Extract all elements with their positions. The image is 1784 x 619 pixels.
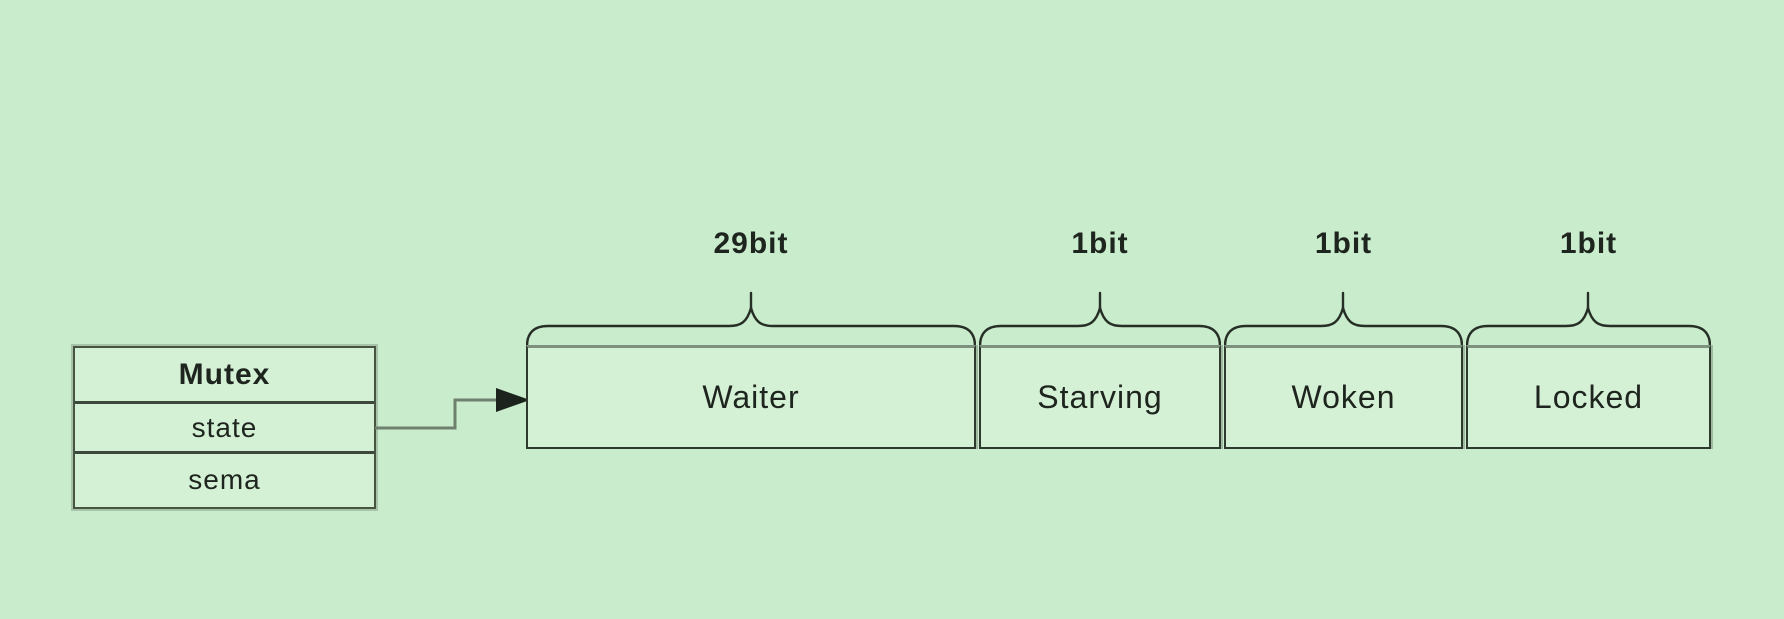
- mutex-struct-box: Mutex state sema: [73, 346, 376, 509]
- state-to-bits-arrow: [375, 388, 530, 430]
- bit-box-locked: Locked: [1466, 345, 1711, 449]
- bit-box-starving: Starving: [979, 345, 1221, 449]
- bit-size-label-woken: 1bit: [1314, 227, 1373, 260]
- curly-brace-woken: [1224, 291, 1463, 348]
- bit-size-label-locked: 1bit: [1559, 227, 1618, 260]
- struct-title: Mutex: [75, 348, 374, 404]
- curly-brace-waiter: [526, 291, 976, 348]
- bit-box-waiter: Waiter: [526, 345, 976, 449]
- arrowhead-icon: [496, 388, 530, 412]
- struct-field-sema: sema: [188, 464, 261, 495]
- bit-size-label-starving: 1bit: [1071, 227, 1129, 260]
- struct-field-state: state: [75, 404, 374, 454]
- bit-size-label-waiter: 29bit: [713, 227, 789, 260]
- bit-box-woken: Woken: [1224, 345, 1463, 449]
- curly-brace-locked: [1466, 291, 1711, 348]
- curly-brace-starving: [979, 291, 1221, 348]
